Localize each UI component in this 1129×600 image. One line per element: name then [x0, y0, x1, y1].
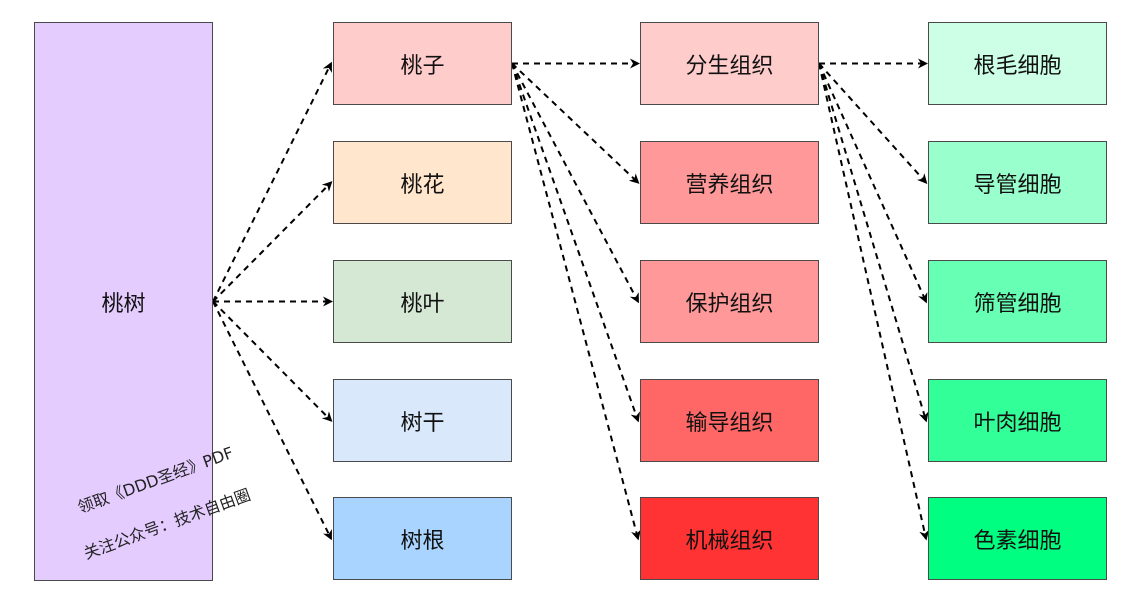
- edge-fruit-to-tissue-2: [511, 63, 639, 304]
- cell-node-root-hair[interactable]: 根毛细胞: [928, 22, 1107, 105]
- edge-root-to-organ-1: [212, 181, 333, 303]
- edge-fruit-to-tissue-1: [511, 62, 640, 184]
- edge-fruit-to-tissue-4: [511, 63, 641, 541]
- tissue-node-conductive[interactable]: 输导组织: [640, 379, 819, 462]
- edge-fruit-to-tissue-3: [511, 63, 641, 423]
- root-node-peach-tree[interactable]: 桃树: [34, 22, 213, 581]
- edge-meristem-to-cell-1: [818, 62, 928, 184]
- cell-node-mesophyll[interactable]: 叶肉细胞: [928, 379, 1107, 462]
- tissue-node-mechanical[interactable]: 机械组织: [640, 497, 819, 580]
- organ-node-leaf[interactable]: 桃叶: [333, 260, 512, 343]
- tissue-node-meristem[interactable]: 分生组织: [640, 22, 819, 105]
- cell-node-vessel[interactable]: 导管细胞: [928, 141, 1107, 224]
- tissue-node-nutrient[interactable]: 营养组织: [640, 141, 819, 224]
- edge-meristem-to-cell-2: [818, 63, 928, 304]
- organ-node-fruit[interactable]: 桃子: [333, 22, 512, 105]
- cell-node-pigment[interactable]: 色素细胞: [928, 497, 1107, 580]
- tissue-node-protective[interactable]: 保护组织: [640, 260, 819, 343]
- edge-root-to-organ-3: [212, 300, 333, 422]
- edge-meristem-to-cell-3: [818, 63, 929, 423]
- organ-node-root[interactable]: 树根: [333, 497, 512, 580]
- cell-node-sieve[interactable]: 筛管细胞: [928, 260, 1107, 343]
- organ-node-trunk[interactable]: 树干: [333, 379, 512, 462]
- edge-meristem-to-cell-4: [818, 63, 930, 541]
- organ-node-flower[interactable]: 桃花: [333, 141, 512, 224]
- edge-root-to-organ-0: [212, 61, 332, 302]
